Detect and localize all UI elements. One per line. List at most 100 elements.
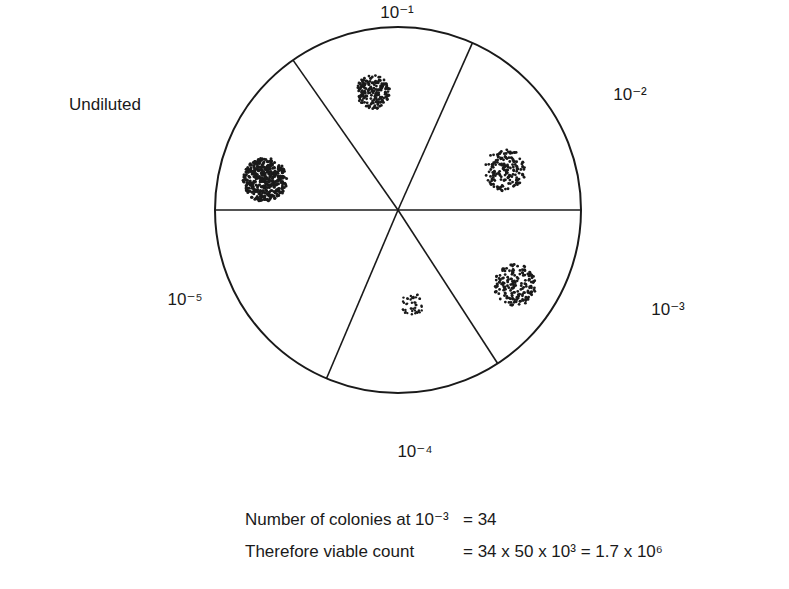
colony-dot [512, 269, 515, 272]
colony [356, 74, 390, 110]
colony-dot [281, 171, 284, 174]
colony-dot [504, 301, 507, 304]
colony-dot [503, 179, 506, 182]
colony-dot [502, 283, 505, 286]
colony-dot [257, 184, 260, 187]
colony-dot [402, 309, 404, 311]
colony-dot [416, 294, 418, 296]
colony-dot [502, 167, 505, 170]
colony-dot [507, 286, 510, 289]
colony-dot [511, 181, 514, 184]
colony-dot [358, 82, 361, 85]
colony-dot [509, 297, 512, 300]
colony-dot [411, 302, 413, 304]
colony-dot [496, 185, 499, 188]
colony-dot [508, 301, 511, 304]
sector-line [398, 43, 472, 210]
colony-dot [498, 288, 501, 291]
colony-dot [368, 83, 371, 86]
colony-dot [374, 96, 377, 99]
colony-dot [368, 75, 371, 78]
colony-dot [523, 269, 526, 272]
colony-dot [495, 275, 498, 278]
colony-dot [259, 179, 262, 182]
colony-dot [243, 175, 246, 178]
colony-dot [494, 285, 497, 288]
colony-dot [373, 83, 376, 86]
colony-dot [518, 181, 521, 184]
colony-dot [269, 174, 272, 177]
colony-dot [271, 164, 274, 167]
colony-dot [508, 160, 511, 163]
plate-outline [215, 27, 581, 393]
colony-dot [377, 81, 380, 84]
colony-dot [503, 179, 506, 182]
colony-dot [420, 305, 422, 307]
colony-dot [487, 179, 490, 182]
colony-dot [523, 291, 526, 294]
colony-dot [523, 269, 526, 272]
colony-dot [384, 82, 387, 85]
colony-dot [263, 195, 266, 198]
colony-dot [360, 101, 363, 104]
colony-dot [516, 276, 519, 279]
colony-dot [411, 313, 413, 315]
colony-dot [508, 156, 511, 159]
colony-dot [496, 186, 499, 189]
colony-dot [404, 312, 406, 314]
colony-dot [263, 195, 266, 198]
colony-dot [528, 278, 531, 281]
colony-dot [263, 178, 266, 181]
result-value: = 34 x 50 x 10³ = 1.7 x 10⁶ [463, 542, 663, 562]
colony-dot [364, 91, 367, 94]
colony-dot [503, 294, 506, 297]
colony-dot [363, 101, 366, 104]
colony-dot [383, 79, 386, 82]
colony-dot [281, 186, 284, 189]
colony-dot [359, 98, 362, 101]
sector-lines [215, 43, 581, 379]
colony-dot [514, 173, 517, 176]
colony-dot [412, 296, 414, 298]
colony-dot [530, 275, 533, 278]
colony-dot [513, 291, 516, 294]
colony-dot [504, 156, 507, 159]
colony-dot [522, 274, 525, 277]
colony-dot [251, 191, 254, 194]
colony-dot [485, 174, 488, 177]
colony-dot [515, 182, 518, 185]
dilution-label: 10⁻¹ [380, 3, 414, 23]
colony-dot [506, 279, 509, 282]
colony-dot [379, 87, 382, 90]
colony-dot [516, 290, 519, 293]
colony-dot [246, 166, 249, 169]
colony-dot [253, 167, 256, 170]
colony-dot [506, 296, 509, 299]
colony-dot [251, 170, 254, 173]
colony-dot [501, 185, 504, 188]
colony-dot [369, 77, 372, 80]
colony-dot [368, 88, 371, 91]
colony-dot [421, 309, 423, 311]
colony-dot [500, 189, 503, 192]
colony-dot [366, 105, 369, 108]
colony-dot [365, 95, 368, 98]
colony-dot [376, 107, 379, 110]
colony-dot [273, 173, 276, 176]
dilution-label: Undiluted [69, 95, 141, 115]
colony-dot [492, 153, 495, 156]
colony-dot [524, 269, 527, 272]
colony-dot [528, 279, 531, 282]
colony-dot [278, 166, 281, 169]
colony-dot [504, 273, 507, 276]
colony-dot [505, 168, 508, 171]
colony-dot [272, 195, 275, 198]
colony-dot [386, 94, 389, 97]
colony-dot [374, 74, 377, 77]
colony-dot [259, 197, 262, 200]
colony-dot [360, 91, 363, 94]
colony-dot [496, 283, 499, 286]
colony-dot [501, 157, 504, 160]
colony-dot [501, 269, 504, 272]
result-text: Therefore viable count [245, 542, 414, 562]
